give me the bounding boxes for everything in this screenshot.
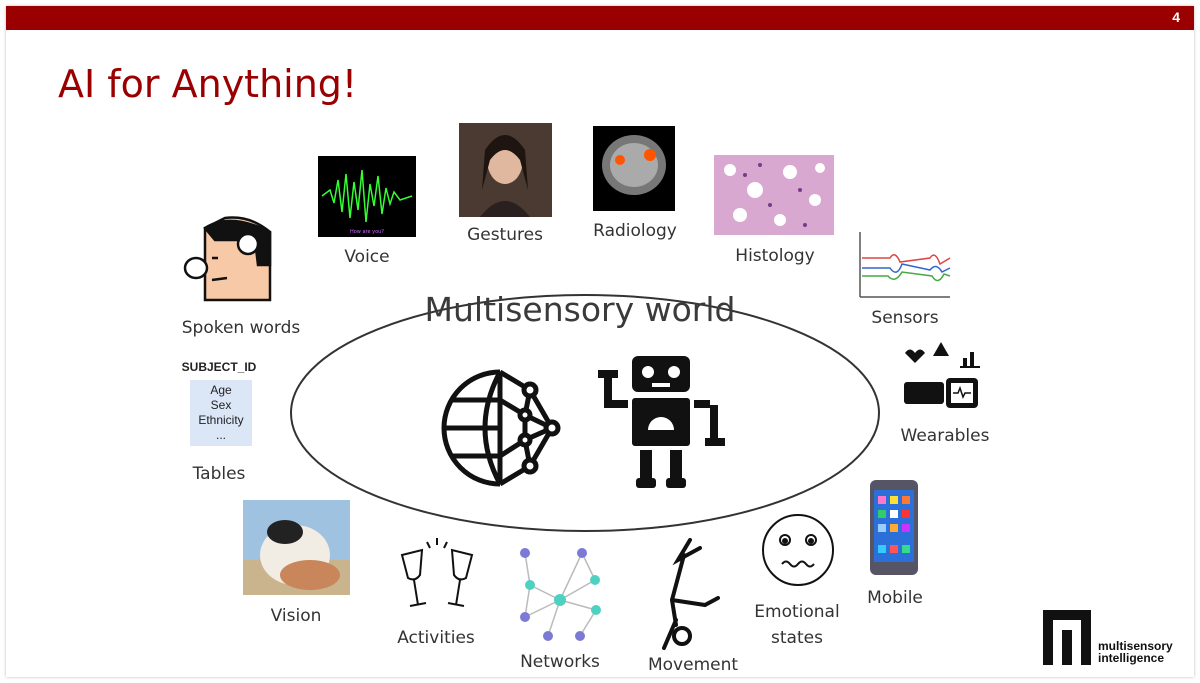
world-ellipse [290,294,880,532]
globe-network-icon [441,369,561,487]
robot-icon [598,356,725,488]
sensors-chart-image [859,232,951,298]
page-number: 4 [1172,9,1180,25]
label-wearables: Wearables [900,426,990,446]
network-graph-icon [520,548,601,641]
label-tables: Tables [192,464,246,484]
table-header: SUBJECT_ID [181,360,257,374]
cheers-glasses-icon [400,538,474,607]
voice-waveform-image: How are you? [318,156,416,237]
label-movement: Movement [647,655,739,675]
label-vision: Vision [270,606,322,626]
logo-line2: intelligence [1098,651,1165,665]
voice-caption: How are you? [350,229,384,235]
movement-figure-icon [662,538,720,650]
emotional-face-icon [762,514,834,586]
center-label: Multisensory world [424,290,736,329]
table-row: Ethnicity [198,413,244,427]
logo-line1: multisensory [1098,639,1173,653]
label-emotional-states: Emotional states [754,602,840,648]
speaking-face-icon [183,216,272,302]
label-sensors: Sensors [871,308,939,328]
label-voice: Voice [344,247,390,267]
table-row: Sex [210,398,232,412]
slide [6,6,1194,677]
logo-text: multisensory intelligence [1098,640,1173,664]
label-gestures: Gestures [467,225,543,245]
slide-title: AI for Anything! [58,62,358,106]
header-bar: 4 [6,6,1194,30]
gestures-photo [459,123,552,217]
label-spoken-words: Spoken words [181,318,301,338]
table-row: ... [215,428,226,442]
table-example: SUBJECT_ID Age Sex Ethnicity ... [176,360,262,446]
label-activities: Activities [397,628,475,648]
label-mobile: Mobile [867,588,923,608]
histology-image [714,155,834,235]
multisensory-intelligence-logo [1043,610,1091,665]
table-row: Age [210,383,232,397]
radiology-scan-image [593,126,675,211]
label-histology: Histology [735,246,815,266]
mobile-phone-image [870,480,918,575]
label-networks: Networks [520,652,600,672]
wearables-icon [904,342,980,408]
label-radiology: Radiology [593,221,677,241]
vision-dog-photo [243,500,350,595]
